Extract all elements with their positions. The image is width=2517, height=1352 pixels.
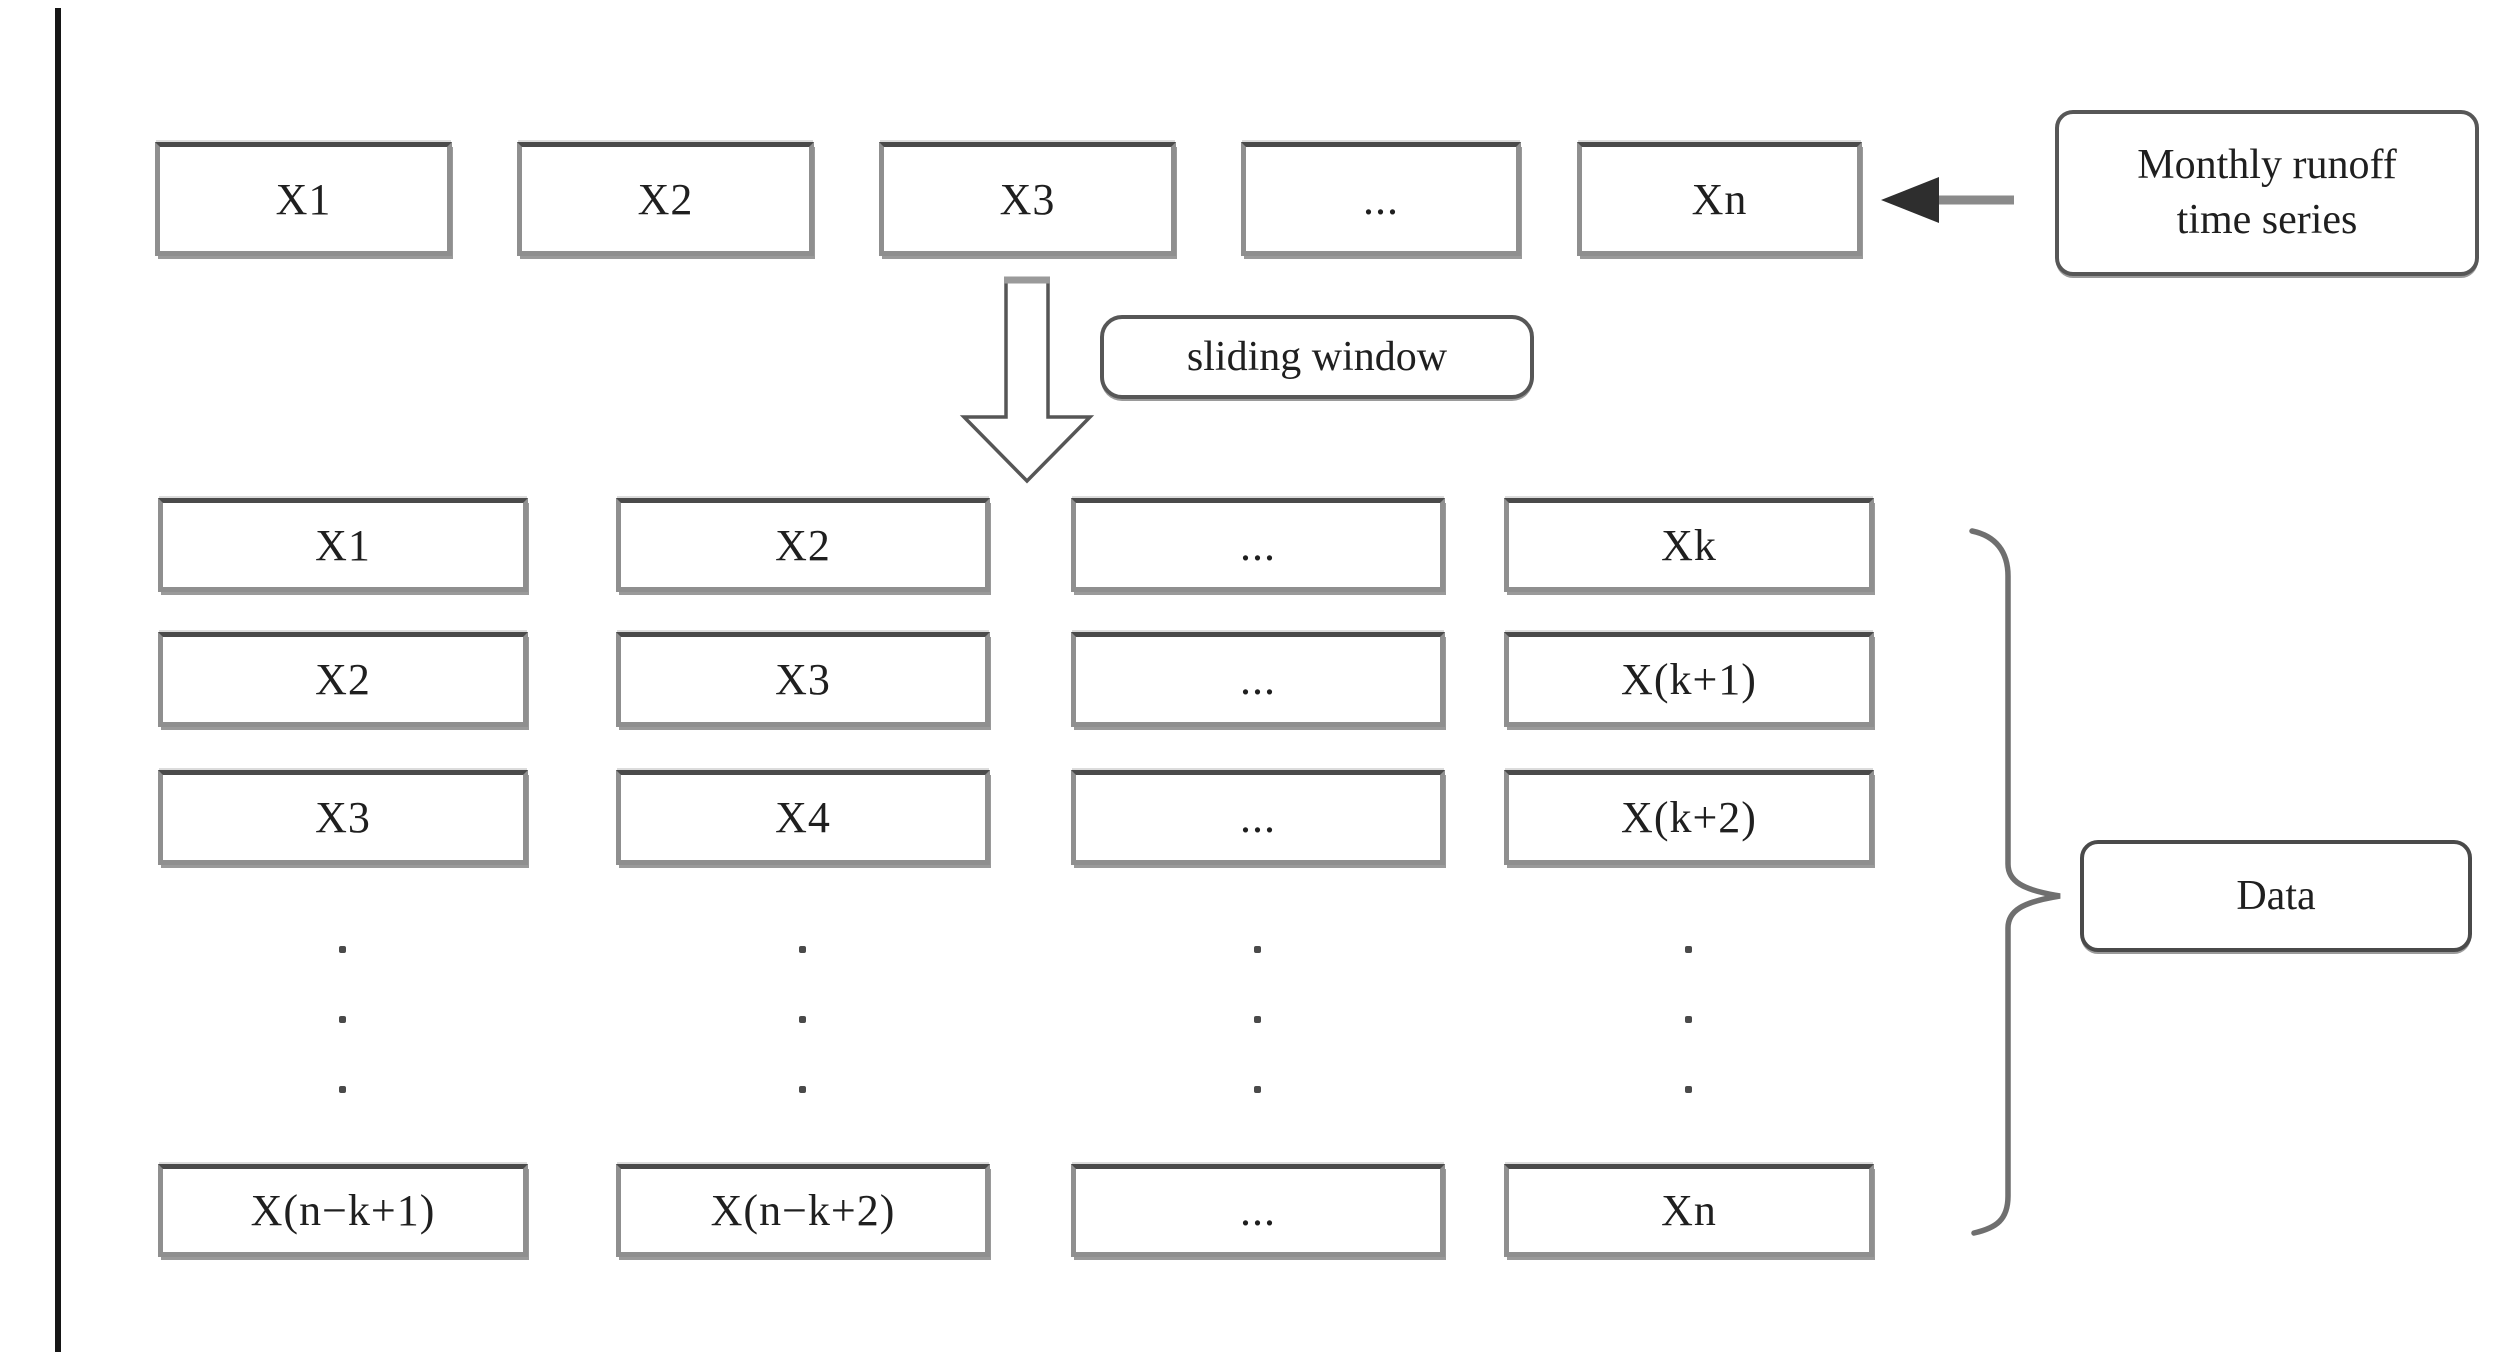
curly-brace-icon — [1969, 528, 2061, 1236]
series-box-x2: X2 — [517, 142, 814, 256]
matrix-r4c4-label: Xn — [1661, 1186, 1717, 1235]
series-box-xn-label: Xn — [1691, 174, 1748, 224]
matrix-r3c3-label: ... — [1240, 793, 1276, 842]
ellipsis-dot — [799, 1086, 806, 1093]
monthly-runoff-line1: Monthly runoff — [2137, 142, 2397, 189]
monthly-runoff-label-box: Monthly runoff time series — [2055, 110, 2479, 276]
series-box-x2-label: X2 — [637, 174, 694, 224]
matrix-r1c1-label: X1 — [315, 520, 371, 570]
matrix-r4c4: Xn — [1504, 1164, 1874, 1257]
sliding-window-label-box: sliding window — [1100, 315, 1534, 399]
matrix-r3c4-label: X(k+2) — [1621, 793, 1757, 842]
matrix-r3c1: X3 — [158, 770, 528, 865]
matrix-r3c2: X4 — [616, 770, 990, 865]
matrix-r1c4: Xk — [1504, 498, 1874, 592]
vertical-ellipsis-col2 — [799, 946, 807, 1096]
monthly-runoff-line2: time series — [2176, 197, 2358, 243]
ellipsis-dot — [1685, 1086, 1692, 1093]
matrix-r1c1: X1 — [158, 498, 528, 592]
matrix-r2c4-label: X(k+1) — [1621, 655, 1757, 704]
matrix-r2c2: X3 — [616, 632, 990, 727]
matrix-r1c3-label: ... — [1240, 520, 1276, 570]
matrix-r1c2-label: X2 — [775, 520, 831, 570]
matrix-r3c1-label: X3 — [315, 793, 371, 842]
ellipsis-dot — [1685, 946, 1692, 953]
vertical-ellipsis-col3 — [1254, 946, 1262, 1096]
data-label-box: Data — [2080, 840, 2472, 952]
matrix-r4c1-label: X(n−k+1) — [250, 1186, 436, 1235]
series-box-x3-label: X3 — [999, 174, 1056, 224]
series-box-ellipsis-label: ... — [1363, 174, 1399, 224]
left-arrow-icon — [1881, 177, 1939, 223]
matrix-r1c3: ... — [1071, 498, 1445, 592]
series-box-x3: X3 — [879, 142, 1176, 256]
matrix-r3c2-label: X4 — [775, 793, 831, 842]
matrix-r2c4: X(k+1) — [1504, 632, 1874, 727]
matrix-r4c2-label: X(n−k+2) — [710, 1186, 896, 1235]
ellipsis-dot — [1254, 1086, 1261, 1093]
matrix-r3c4: X(k+2) — [1504, 770, 1874, 865]
data-label: Data — [2236, 872, 2316, 919]
ellipsis-dot — [339, 946, 346, 953]
matrix-r4c1: X(n−k+1) — [158, 1164, 528, 1257]
down-block-arrow-icon — [959, 279, 1095, 484]
sliding-window-label: sliding window — [1186, 333, 1448, 380]
matrix-r3c3: ... — [1071, 770, 1445, 865]
matrix-r2c1: X2 — [158, 632, 528, 727]
ellipsis-dot — [339, 1086, 346, 1093]
matrix-r4c3: ... — [1071, 1164, 1445, 1257]
matrix-r2c3: ... — [1071, 632, 1445, 727]
matrix-r1c2: X2 — [616, 498, 990, 592]
matrix-r2c2-label: X3 — [775, 655, 831, 704]
ellipsis-dot — [799, 946, 806, 953]
series-box-xn: Xn — [1577, 142, 1862, 256]
vertical-ellipsis-col4 — [1685, 946, 1693, 1096]
ellipsis-dot — [1685, 1016, 1692, 1023]
vertical-ellipsis-col1 — [339, 946, 347, 1096]
matrix-r2c1-label: X2 — [315, 655, 371, 704]
ellipsis-dot — [1254, 946, 1261, 953]
ellipsis-dot — [799, 1016, 806, 1023]
ellipsis-dot — [1254, 1016, 1261, 1023]
series-box-ellipsis: ... — [1241, 142, 1521, 256]
series-box-x1-label: X1 — [275, 174, 332, 224]
ellipsis-dot — [339, 1016, 346, 1023]
matrix-r4c2: X(n−k+2) — [616, 1164, 990, 1257]
series-box-x1: X1 — [155, 142, 452, 256]
matrix-r1c4-label: Xk — [1661, 520, 1717, 570]
matrix-r2c3-label: ... — [1240, 655, 1276, 704]
matrix-r4c3-label: ... — [1240, 1186, 1276, 1235]
left-margin-rule — [55, 8, 61, 1352]
